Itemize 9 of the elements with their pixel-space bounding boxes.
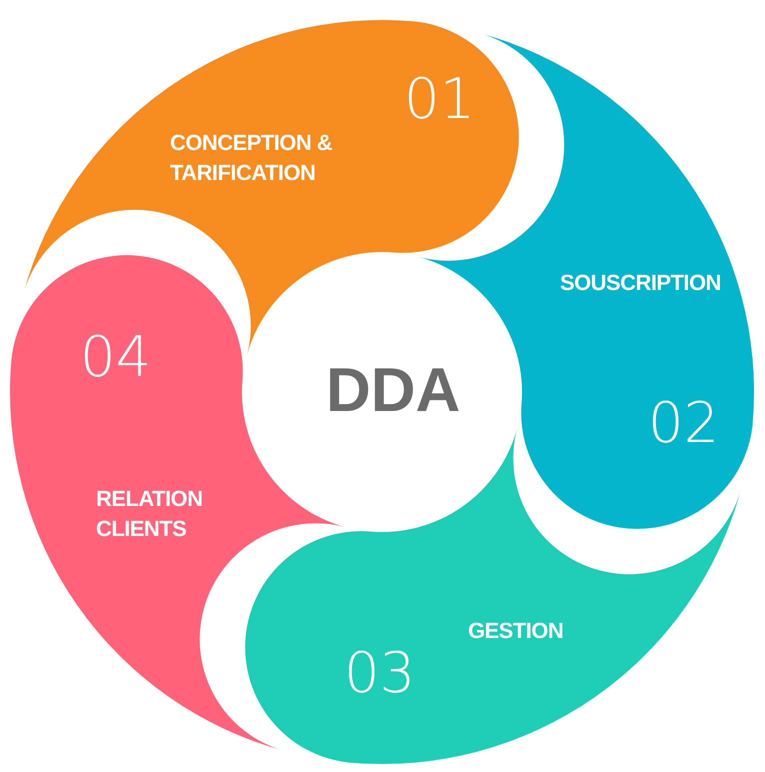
- step-number: 03: [344, 646, 416, 702]
- step-number: 02: [648, 396, 720, 452]
- segment-title: SOUSCRIPTION: [560, 269, 722, 297]
- step-number: 04: [80, 330, 152, 386]
- segment-title: RELATION CLIENTS: [96, 485, 204, 543]
- segment-title: CONCEPTION & TARIFICATION: [170, 129, 334, 187]
- segment-title: GESTION: [468, 617, 564, 645]
- center-label: DDA: [326, 360, 460, 422]
- step-number: 01: [404, 72, 476, 128]
